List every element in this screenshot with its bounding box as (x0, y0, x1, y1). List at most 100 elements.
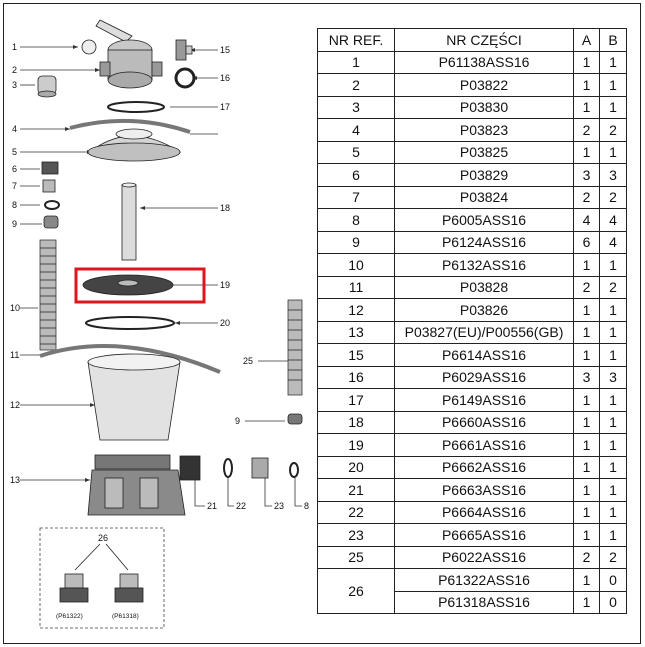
qty-b-cell: 1 (599, 50, 627, 74)
part-number-cell: P6132ASS16 (394, 253, 574, 277)
ref-cell: 11 (317, 275, 395, 299)
qty-b-cell: 0 (599, 590, 627, 614)
part-number-cell: P03830 (394, 95, 574, 119)
part-number-cell: P61318ASS16 (394, 590, 574, 614)
ref-cell: 1 (317, 50, 395, 74)
callout-1: 1 (12, 42, 17, 52)
qty-a-cell: 1 (573, 95, 600, 119)
callout-22: 22 (236, 501, 246, 511)
qty-b-cell: 1 (599, 500, 627, 524)
qty-b-cell: 2 (599, 118, 627, 142)
ref-cell: 13 (317, 320, 395, 344)
callout-25: 25 (243, 356, 253, 366)
part-number-cell: P6663ASS16 (394, 478, 574, 502)
callout-16: 16 (220, 73, 230, 83)
part-number-cell: P03822 (394, 73, 574, 97)
header-a: A (573, 28, 600, 52)
qty-a-cell: 1 (573, 500, 600, 524)
highlight-box (74, 267, 206, 304)
qty-a-cell: 1 (573, 478, 600, 502)
qty-b-cell: 1 (599, 410, 627, 434)
qty-b-cell: 4 (599, 230, 627, 254)
ref-cell: 15 (317, 343, 395, 367)
callout-15: 15 (220, 45, 230, 55)
inset-caption-1: (P61322) (56, 613, 83, 620)
qty-b-cell: 1 (599, 388, 627, 412)
callout-10: 10 (10, 303, 20, 313)
header-part: NR CZĘŚCI (394, 28, 574, 52)
callout-3: 3 (12, 80, 17, 90)
qty-b-cell: 1 (599, 320, 627, 344)
lateral-part-19 (82, 274, 174, 296)
part-number-cell: P6022ASS16 (394, 545, 574, 569)
part-number-cell: P61322ASS16 (394, 568, 574, 592)
part-number-cell: P6665ASS16 (394, 523, 574, 547)
part-number-cell: P03826 (394, 298, 574, 322)
valve-assembly (81, 19, 163, 89)
ref-cell: 3 (317, 95, 395, 119)
callout-17: 17 (220, 102, 230, 112)
qty-a-cell: 1 (573, 568, 600, 592)
ref-cell: 17 (317, 388, 395, 412)
part-number-cell: P6661ASS16 (394, 433, 574, 457)
qty-b-cell: 1 (599, 433, 627, 457)
callout-12: 12 (10, 400, 20, 410)
qty-b-cell: 1 (599, 343, 627, 367)
ref-cell: 8 (317, 208, 395, 232)
callout-8b: 8 (304, 501, 309, 511)
callout-23: 23 (274, 501, 284, 511)
qty-b-cell: 0 (599, 568, 627, 592)
qty-b-cell: 1 (599, 140, 627, 164)
qty-b-cell: 1 (599, 523, 627, 547)
qty-a-cell: 1 (573, 50, 600, 74)
ref-cell: 2 (317, 73, 395, 97)
callout-7: 7 (12, 181, 17, 191)
callout-21: 21 (207, 501, 217, 511)
callout-5: 5 (12, 147, 17, 157)
ref-cell: 23 (317, 523, 395, 547)
ref-cell: 25 (317, 545, 395, 569)
qty-b-cell: 1 (599, 478, 627, 502)
page-border (3, 3, 641, 644)
callout-2: 2 (12, 65, 17, 75)
ref-cell: 9 (317, 230, 395, 254)
ref-cell: 21 (317, 478, 395, 502)
callout-11: 11 (10, 350, 19, 360)
qty-a-cell: 1 (573, 410, 600, 434)
ref-cell: 6 (317, 163, 395, 187)
callout-18: 18 (220, 203, 230, 213)
qty-a-cell: 1 (573, 140, 600, 164)
qty-a-cell: 2 (573, 185, 600, 209)
part-number-cell: P6664ASS16 (394, 500, 574, 524)
ref-cell: 16 (317, 365, 395, 389)
header-ref: NR REF. (317, 28, 395, 52)
qty-a-cell: 3 (573, 163, 600, 187)
ref-cell: 26 (317, 568, 395, 614)
part-number-cell: P61138ASS16 (394, 50, 574, 74)
ref-cell: 12 (317, 298, 395, 322)
qty-b-cell: 2 (599, 275, 627, 299)
qty-b-cell: 3 (599, 163, 627, 187)
part-number-cell: P6124ASS16 (394, 230, 574, 254)
callout-20: 20 (220, 318, 230, 328)
qty-a-cell: 3 (573, 365, 600, 389)
part-number-cell: P6149ASS16 (394, 388, 574, 412)
qty-a-cell: 2 (573, 545, 600, 569)
